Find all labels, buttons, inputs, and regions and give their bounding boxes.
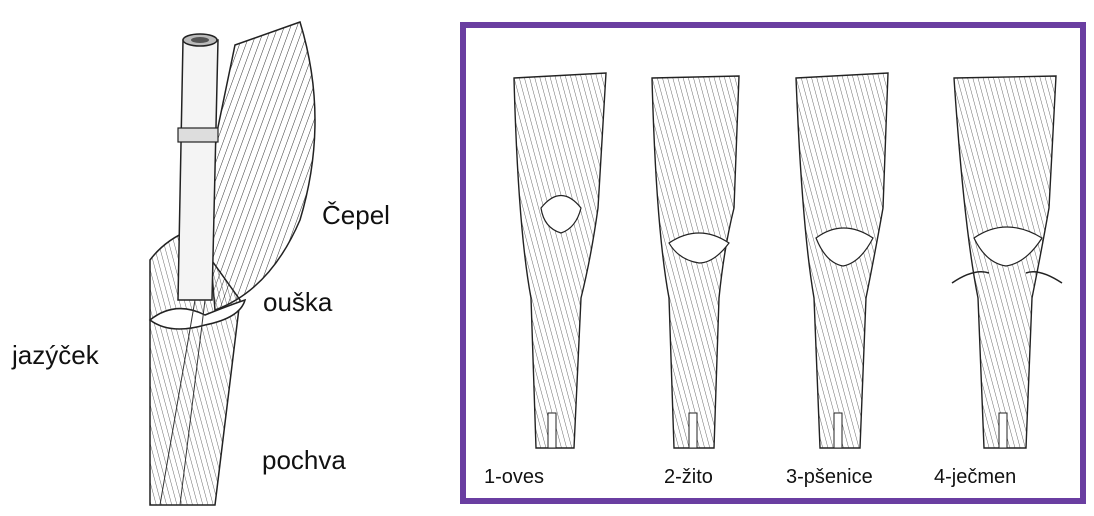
label-pochva: pochva <box>262 445 346 476</box>
node-illustration-oves <box>506 68 616 458</box>
label-ouska: ouška <box>263 287 332 318</box>
grain-label-psenice: 3-pšenice <box>786 466 873 489</box>
stem-illustration <box>0 0 460 511</box>
grain-label-jecmen: 4-ječmen <box>934 466 1016 489</box>
label-jazycek: jazýček <box>12 340 99 371</box>
grain-label-oves: 1-oves <box>484 466 544 489</box>
leaf-blade <box>205 22 315 310</box>
node-illustration-zito <box>644 68 754 458</box>
node-illustration-psenice <box>788 68 898 458</box>
stem <box>178 40 218 300</box>
cereal-comparison-panel: 1-oves 2-žito 3-pšenice 4-ječmen <box>460 22 1086 504</box>
label-cepel: Čepel <box>322 200 390 231</box>
node-illustration-jecmen <box>944 68 1069 458</box>
stem-leaf-diagram: Čepel ouška jazýček pochva <box>0 0 460 511</box>
grain-label-zito: 2-žito <box>664 466 713 489</box>
